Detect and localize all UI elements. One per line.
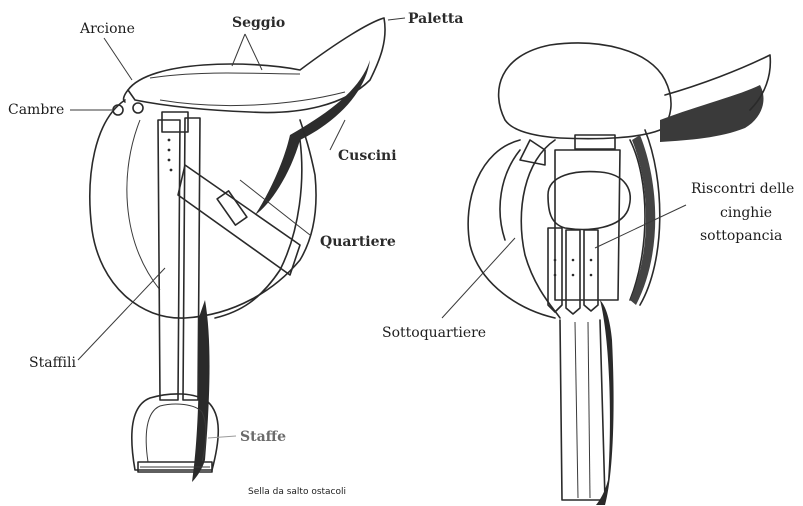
leader-lines <box>70 18 686 438</box>
label-staffe: Staffe <box>240 429 286 445</box>
label-cambre: Cambre <box>8 102 64 118</box>
label-paletta: Paletta <box>408 11 463 27</box>
label-riscontri-line1: Riscontri delle <box>691 181 794 197</box>
labels: Arcione Seggio Paletta Cambre Cuscini Qu… <box>8 11 794 497</box>
left-saddle-illustration <box>90 18 385 482</box>
right-saddle-illustration <box>468 43 770 505</box>
label-quartiere: Quartiere <box>320 234 396 250</box>
label-arcione: Arcione <box>79 21 135 37</box>
label-riscontri-line3: sottopancia <box>700 228 782 244</box>
label-sottoquartiere: Sottoquartiere <box>382 325 486 341</box>
label-cuscini: Cuscini <box>338 148 397 164</box>
figure-caption: Sella da salto ostacoli <box>248 487 346 497</box>
label-riscontri-line2: cinghie <box>720 205 772 221</box>
label-staffili: Staffili <box>29 355 76 371</box>
label-seggio: Seggio <box>232 15 285 31</box>
